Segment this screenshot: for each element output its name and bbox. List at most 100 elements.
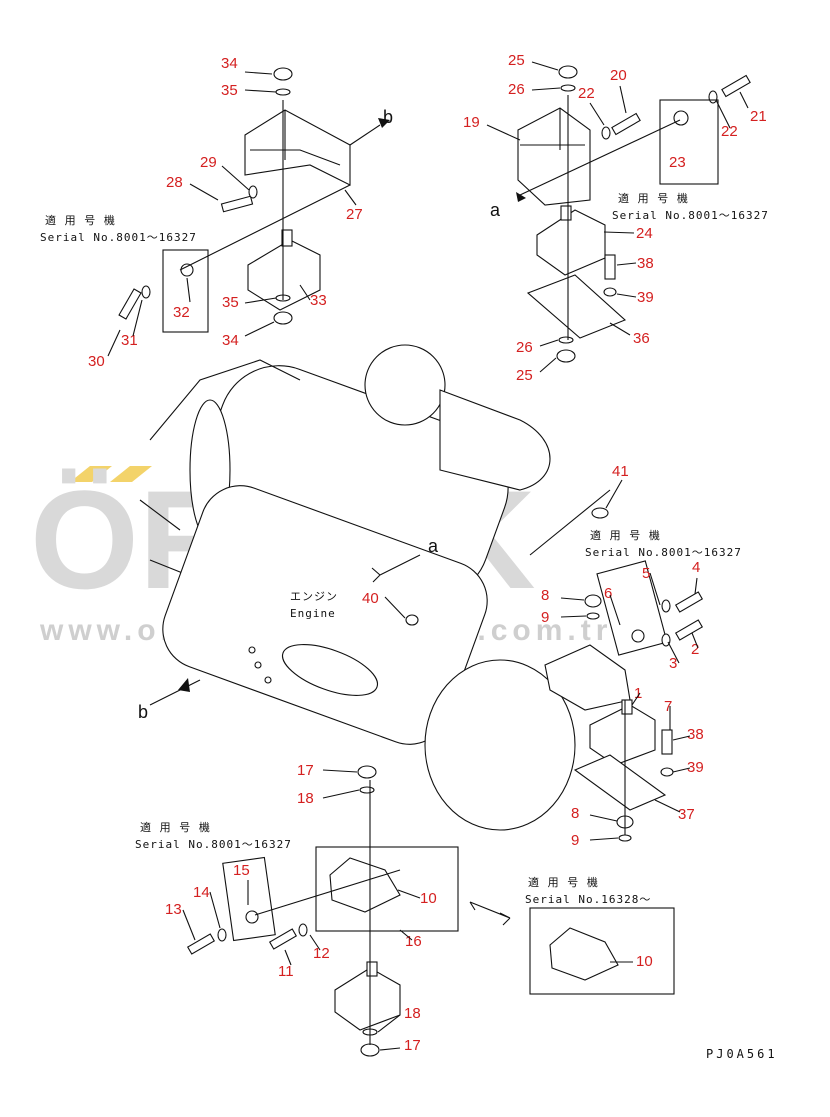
stud-33 bbox=[281, 229, 293, 247]
note-jp: 適 用 号 機 bbox=[528, 875, 599, 889]
part-label: 22 bbox=[578, 85, 595, 102]
bolt-20 bbox=[611, 112, 641, 136]
serial-notes: 適 用 号 機 Serial No.8001～16327 適 用 号 機 Ser… bbox=[40, 191, 769, 906]
watermark-accent bbox=[70, 466, 112, 482]
nut-25b bbox=[556, 349, 576, 363]
note-jp: 適 用 号 機 bbox=[618, 191, 689, 205]
note-serial: Serial No.16328～ bbox=[525, 893, 651, 906]
part-label: 35 bbox=[222, 294, 239, 311]
note-jp: 適 用 号 機 bbox=[590, 528, 661, 542]
washer-26 bbox=[560, 84, 576, 92]
nut-25 bbox=[558, 65, 578, 79]
air-cleaner bbox=[364, 344, 446, 426]
part-label: 19 bbox=[463, 114, 480, 131]
mount-bottom bbox=[186, 765, 675, 1057]
part-label: 29 bbox=[200, 154, 217, 171]
washer-9b bbox=[618, 834, 632, 842]
part-label: 39 bbox=[637, 289, 654, 306]
washer-22b bbox=[708, 90, 718, 104]
nut-34 bbox=[273, 67, 293, 81]
part-label: 32 bbox=[173, 304, 190, 321]
view-marker-a: a bbox=[428, 536, 439, 556]
part-label: 31 bbox=[121, 332, 138, 349]
part-label: 33 bbox=[310, 292, 327, 309]
mount-lower bbox=[334, 967, 401, 1031]
part-label: 39 bbox=[687, 759, 704, 776]
stud-7 bbox=[621, 699, 633, 715]
bolt-2 bbox=[674, 619, 704, 641]
part-label: 41 bbox=[612, 463, 629, 480]
part-labels: 34 35 28 29 27 32 30 31 35 33 34 25 26 2… bbox=[88, 52, 767, 1054]
engine bbox=[139, 344, 576, 831]
part-label: 8 bbox=[541, 587, 549, 604]
part-label: 25 bbox=[516, 367, 533, 384]
part-label: 2 bbox=[691, 641, 699, 658]
drawing-code: PJ0A561 bbox=[706, 1047, 778, 1061]
starter bbox=[281, 644, 379, 696]
engine-label-en: Engine bbox=[290, 607, 336, 620]
bracket-10-new bbox=[549, 927, 619, 981]
flywheel-housing bbox=[424, 659, 576, 831]
note-serial: Serial No.8001～16327 bbox=[612, 209, 769, 222]
collar-32 bbox=[180, 263, 194, 277]
stud-lower bbox=[366, 961, 378, 977]
collar-23 bbox=[673, 110, 689, 126]
part-label: 37 bbox=[678, 806, 695, 823]
part-label: 4 bbox=[692, 559, 700, 576]
collar-15 bbox=[245, 910, 259, 924]
plate-36 bbox=[526, 274, 627, 339]
part-label: 10 bbox=[420, 890, 437, 907]
washer-39 bbox=[603, 287, 617, 297]
washer-9 bbox=[586, 612, 600, 620]
bolt-28 bbox=[220, 195, 254, 213]
note-serial: Serial No.8001～16327 bbox=[135, 838, 292, 851]
bolt-4 bbox=[674, 591, 704, 613]
part-label: 5 bbox=[642, 565, 650, 582]
part-label: 7 bbox=[664, 698, 672, 715]
arrow-variant bbox=[469, 901, 511, 926]
view-marker-a: a bbox=[490, 200, 501, 220]
part-label: 9 bbox=[541, 609, 549, 626]
part-label: 34 bbox=[222, 332, 239, 349]
detail-box-16 bbox=[315, 846, 459, 932]
part-label: 40 bbox=[362, 590, 379, 607]
arrow-b-engine bbox=[178, 678, 190, 692]
nut-8 bbox=[584, 594, 602, 608]
intake-pipe bbox=[439, 389, 551, 491]
part-label: 1 bbox=[634, 685, 642, 702]
arrow-a-top bbox=[516, 192, 526, 202]
part-label: 13 bbox=[165, 901, 182, 918]
bolt-41 bbox=[591, 507, 609, 519]
variant-box-23 bbox=[659, 99, 719, 185]
part-label: 34 bbox=[221, 55, 238, 72]
part-label: 11 bbox=[278, 963, 294, 980]
note-jp: 適 用 号 機 bbox=[140, 820, 211, 834]
part-label: 36 bbox=[633, 330, 650, 347]
part-label: 14 bbox=[193, 884, 210, 901]
part-label: 38 bbox=[637, 255, 654, 272]
part-label: 38 bbox=[687, 726, 704, 743]
bolt-hole bbox=[248, 646, 256, 654]
washer-5 bbox=[661, 599, 671, 613]
bolt-21 bbox=[721, 74, 751, 98]
washer-39b bbox=[660, 767, 674, 777]
leader-lines bbox=[107, 61, 749, 1051]
part-label: 30 bbox=[88, 353, 105, 370]
view-marker-b: b bbox=[138, 702, 148, 722]
bolt-hole bbox=[264, 676, 272, 684]
note-serial: Serial No.8001～16327 bbox=[585, 546, 742, 559]
bolt-38b bbox=[661, 729, 673, 755]
washer-14 bbox=[217, 928, 227, 942]
nut-34b bbox=[273, 311, 293, 325]
variant-box-6 bbox=[596, 560, 668, 656]
washer-26b bbox=[558, 336, 574, 344]
part-label: 28 bbox=[166, 174, 183, 191]
nut-17 bbox=[357, 765, 377, 779]
part-label: 20 bbox=[610, 67, 627, 84]
mount-right-middle bbox=[529, 489, 704, 842]
stud-24 bbox=[560, 205, 572, 221]
part-label: 35 bbox=[221, 82, 238, 99]
washer-22 bbox=[601, 126, 611, 140]
note-serial: Serial No.8001～16327 bbox=[40, 231, 197, 244]
part-label: 18 bbox=[297, 790, 314, 807]
